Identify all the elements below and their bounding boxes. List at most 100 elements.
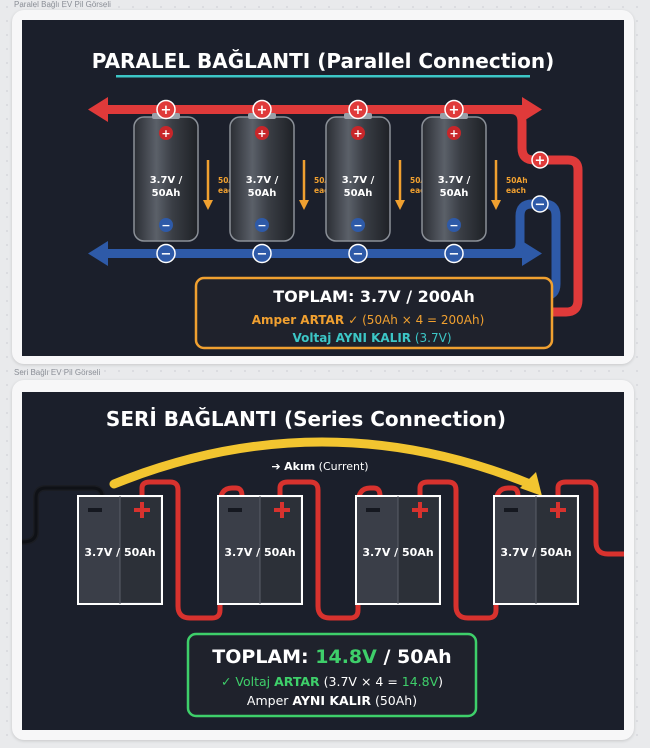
parallel-cell-4: + + 3.7V / 50Ah − − 50Ah each	[421, 99, 528, 264]
positive-bus-left	[106, 105, 128, 114]
cell-note: 50Ah	[314, 176, 336, 185]
svg-text:+: +	[257, 103, 268, 118]
cell-capacity: 50Ah	[248, 188, 277, 199]
terminal-minus-icon	[348, 243, 368, 264]
cell-voltage: 3.7V /	[438, 175, 471, 186]
series-summary-box	[186, 632, 478, 718]
down-arrow-icon	[395, 200, 405, 210]
terminal-minus-icon	[252, 243, 272, 264]
parallel-title: PARALEL BAĞLANTI (Parallel Connection)	[92, 49, 555, 73]
parallel-cell-3: + + 3.7V / 50Ah − − 50Ah each	[325, 99, 432, 264]
down-arrow-icon	[491, 200, 501, 210]
parallel-cell-1: + + 3.7V / 50Ah − − 50Ah each	[133, 99, 240, 264]
link-wire-3	[417, 479, 521, 621]
cell-plus-icon	[255, 126, 269, 140]
cell-voltage: 3.7V /	[246, 175, 279, 186]
series-total: TOPLAM: 14.8V / 50Ah	[212, 646, 451, 668]
cell-minus-icon	[447, 218, 461, 232]
svg-text:+: +	[257, 127, 266, 140]
down-arrow-icon	[299, 200, 309, 210]
positive-bus	[126, 105, 500, 114]
current-arc	[109, 437, 535, 489]
svg-text:−: −	[353, 219, 362, 232]
svg-text:+: +	[449, 127, 458, 140]
minus-terminal-icon	[88, 508, 102, 512]
output-plus-sign: +	[535, 154, 546, 169]
cell-plus-icon	[351, 126, 365, 140]
svg-text:+: +	[161, 103, 172, 118]
parallel-total: TOPLAM: 3.7V / 200Ah	[273, 287, 475, 306]
series-caption: Seri Bağlı EV Pil Görseli	[14, 368, 101, 377]
series-diagram: SERİ BAĞLANTI (Series Connection) ➔ Akım…	[22, 407, 624, 718]
cell-minus-icon	[159, 218, 173, 232]
negative-bus-left	[106, 249, 128, 258]
cell-capacity: 50Ah	[152, 188, 181, 199]
svg-text:−: −	[449, 247, 460, 262]
terminal-minus-icon	[444, 243, 464, 264]
series-title: SERİ BAĞLANTI (Series Connection)	[106, 407, 506, 431]
terminal-plus-icon	[444, 99, 464, 120]
positive-output-wire	[470, 105, 583, 317]
cell-label: 3.7V / 50Ah	[224, 546, 295, 559]
cell-label: 3.7V / 50Ah	[500, 546, 571, 559]
series-cell-3: 3.7V / 50Ah	[355, 495, 441, 605]
parallel-caption: Paralel Bağlı EV Pil Görseli	[14, 0, 111, 9]
current-label: ➔ Akım (Current)	[271, 460, 368, 473]
svg-text:+: +	[161, 127, 170, 140]
cell-minus-icon	[255, 218, 269, 232]
series-cell-4: 3.7V / 50Ah	[493, 495, 579, 605]
arrow-left-neg-icon	[88, 241, 108, 266]
series-panel: SERİ BAĞLANTI (Series Connection) ➔ Akım…	[22, 392, 624, 730]
svg-text:−: −	[257, 219, 266, 232]
parallel-summary-box	[194, 276, 554, 350]
parallel-card: PARALEL BAĞLANTI (Parallel Connection) +…	[12, 10, 634, 364]
series-cell-1: 3.7V / 50Ah	[77, 495, 163, 605]
svg-text:each: each	[218, 186, 238, 195]
minus-terminal-icon	[228, 508, 242, 512]
link-wire-1	[139, 479, 245, 621]
parallel-line-amper: Amper ARTAR ✓ (50Ah × 4 = 200Ah)	[252, 313, 485, 327]
svg-text:−: −	[353, 247, 364, 262]
cell-note: 50Ah	[410, 176, 432, 185]
terminal-plus-icon	[252, 99, 272, 120]
minus-terminal-icon	[504, 508, 518, 512]
cell-label: 3.7V / 50Ah	[362, 546, 433, 559]
output-minus-sign: −	[535, 198, 546, 213]
cell-note: 50Ah	[218, 176, 240, 185]
svg-text:−: −	[257, 247, 268, 262]
svg-text:+: +	[353, 127, 362, 140]
cell-voltage: 3.7V /	[150, 175, 183, 186]
output-minus-icon	[531, 195, 549, 213]
cell-plus-icon	[447, 126, 461, 140]
series-card: SERİ BAĞLANTI (Series Connection) ➔ Akım…	[12, 380, 634, 740]
cell-capacity: 50Ah	[440, 188, 469, 199]
cell-note: 50Ah	[506, 176, 528, 185]
arrow-right-neg-icon	[522, 241, 542, 266]
down-arrow-icon	[203, 200, 213, 210]
terminal-plus-icon	[348, 99, 368, 120]
cell-capacity: 50Ah	[344, 188, 373, 199]
svg-text:−: −	[161, 219, 170, 232]
svg-text:−: −	[449, 219, 458, 232]
arrow-left-icon	[88, 97, 108, 122]
series-line-amper: Amper AYNI KALIR (50Ah)	[247, 693, 417, 708]
parallel-panel: PARALEL BAĞLANTI (Parallel Connection) +…	[22, 20, 624, 356]
negative-bus	[126, 249, 500, 258]
output-plus-icon	[531, 151, 549, 169]
terminal-minus-icon	[156, 243, 176, 264]
svg-text:each: each	[314, 186, 334, 195]
cell-voltage: 3.7V /	[342, 175, 375, 186]
parallel-cell-2: + + 3.7V / 50Ah − − 50Ah each	[229, 99, 336, 264]
output-wire	[555, 479, 624, 557]
cell-plus-icon	[159, 126, 173, 140]
svg-text:each: each	[410, 186, 430, 195]
parallel-line-voltaj: Voltaj AYNI KALIR (3.7V)	[292, 331, 451, 345]
cell-minus-icon	[351, 218, 365, 232]
minus-terminal-icon	[366, 508, 380, 512]
svg-text:each: each	[506, 186, 526, 195]
arrow-right-icon	[522, 97, 542, 122]
svg-text:+: +	[353, 103, 364, 118]
current-arrow-icon	[520, 472, 542, 496]
series-cell-2: 3.7V / 50Ah	[217, 495, 303, 605]
svg-text:−: −	[161, 247, 172, 262]
